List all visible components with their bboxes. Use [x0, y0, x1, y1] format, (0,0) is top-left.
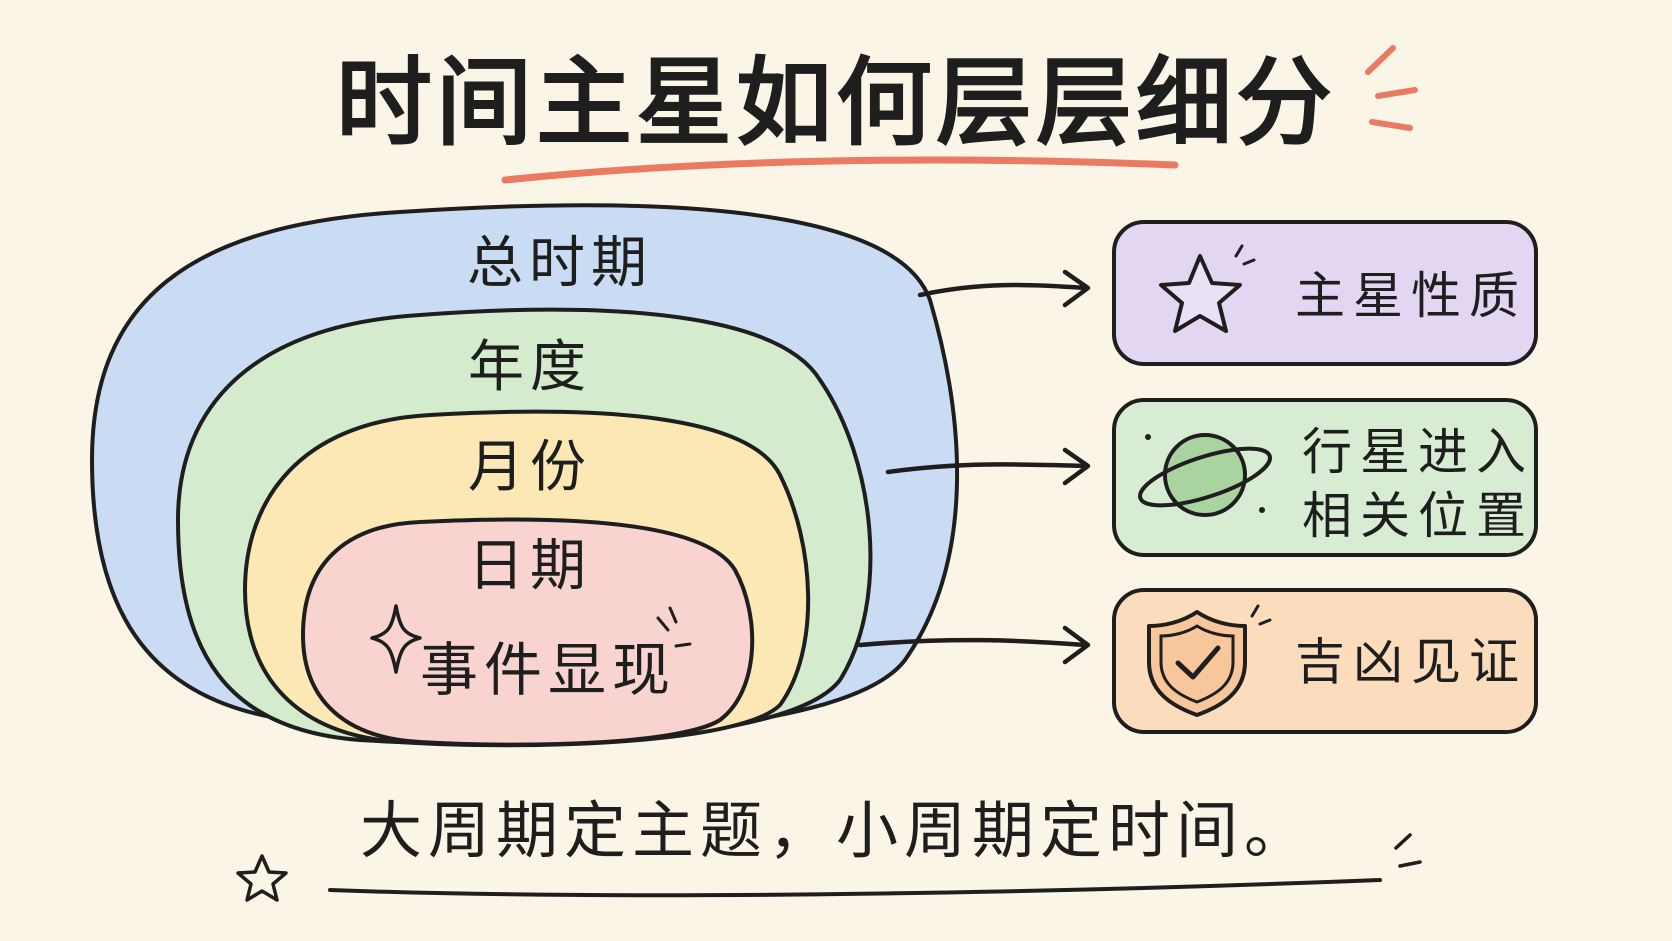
tagline-accent-icon	[1394, 833, 1422, 868]
core-label: 事件显现	[420, 636, 677, 704]
core-burst-icon	[656, 606, 692, 648]
outcome-label-shield: 吉凶见证	[1295, 633, 1527, 691]
shield-check-icon	[1147, 610, 1247, 717]
star-sparkle-icon	[1234, 244, 1256, 266]
star-icon	[1159, 254, 1242, 333]
layer-label-overall-period: 总时期	[467, 231, 653, 296]
layer-day	[300, 517, 755, 747]
layer-label-day: 日期	[468, 534, 592, 599]
tagline-star-icon	[236, 854, 288, 902]
title-sparkle-icon	[1365, 45, 1418, 131]
shield-sparkle-icon	[1250, 604, 1272, 626]
layer-label-month: 月份	[468, 435, 592, 500]
tagline: 大周期定主题，小周期定时间。	[359, 794, 1312, 867]
arrow-to-star	[917, 269, 1091, 308]
core-sparkle-icon	[370, 604, 422, 674]
arrow-to-shield	[857, 625, 1091, 665]
outcome-label-star: 主星性质	[1295, 267, 1527, 325]
arrow-to-planet	[885, 447, 1091, 486]
layer-label-year: 年度	[468, 335, 592, 400]
page-title: 时间主星如何层层细分	[336, 47, 1336, 159]
planet-icon	[1138, 433, 1272, 517]
tagline-underline	[328, 878, 1382, 898]
title-underline	[501, 156, 1179, 184]
outcome-label-planet-line1: 行星进入	[1302, 423, 1534, 481]
outcome-label-planet-line2: 相关位置	[1302, 487, 1534, 545]
